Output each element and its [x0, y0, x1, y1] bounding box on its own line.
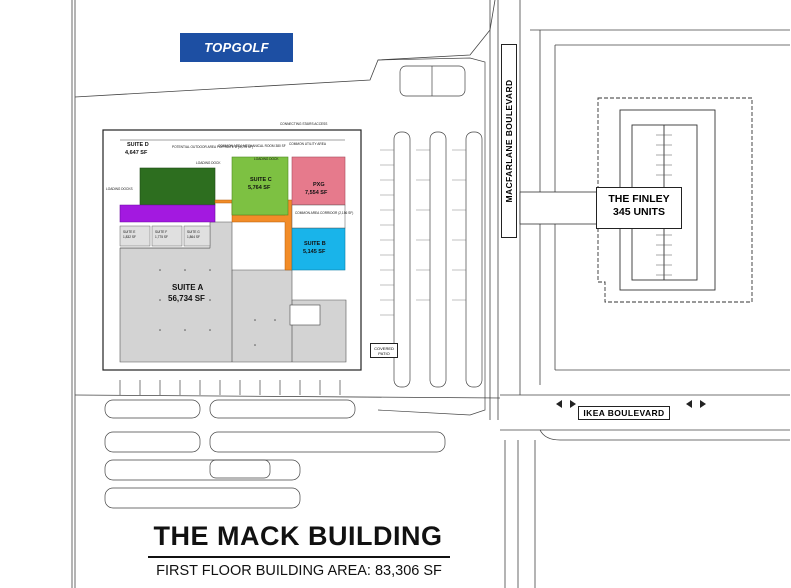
pxg-name: PXG: [313, 182, 325, 188]
potential-outdoor-note: POTENTIAL OUTDOOR AREA FOR SUITE D (4,07…: [172, 145, 253, 149]
building-area-subtitle: FIRST FLOOR BUILDING AREA: 83,306 SF: [156, 563, 442, 579]
suite-f-name: SUITE F: [155, 230, 167, 234]
suite-g-area[interactable]: [183, 225, 211, 247]
east-parking-stripes: [380, 149, 466, 316]
suite-e-area-label: 1,832 SF: [123, 235, 136, 239]
suite-g-name: SUITE G: [187, 230, 200, 234]
loading-docks-left-note: LOADING DOCKS: [106, 187, 133, 191]
suite-d-area-label: 4,647 SF: [125, 150, 148, 156]
common-corridor-note: COMMON AREA CORRIDOR (2,156 SF): [295, 211, 353, 215]
purple-corridor: [119, 204, 216, 223]
ikea-boulevard-label: IKEA BOULEVARD: [578, 406, 670, 420]
topgolf-logo: TOPGOLF: [180, 33, 293, 62]
suite-a-name: SUITE A: [172, 283, 203, 292]
suite-d-name: SUITE D: [127, 142, 149, 148]
suite-e-area[interactable]: [119, 225, 151, 247]
page-title: THE MACK BUILDING: [153, 521, 443, 551]
loading-dock-mid-note: LOADING DOCK: [254, 157, 279, 161]
suite-e-name: SUITE E: [123, 230, 135, 234]
topgolf-logo-text: TOPGOLF: [204, 40, 269, 55]
east-parking-islands: [393, 131, 483, 388]
pxg-area-label: 7,554 SF: [305, 190, 328, 196]
loading-dock-top-note: LOADING DOCK: [196, 161, 221, 165]
suite-c-area[interactable]: [231, 156, 289, 216]
connector-bridge: [519, 191, 601, 225]
south-parking: [104, 380, 446, 509]
north-parking: [377, 57, 486, 416]
suite-a-area-label: 56,734 SF: [168, 294, 205, 303]
pxg-area[interactable]: [291, 156, 346, 206]
connecting-stairs-note: CONNECTING STAIRS ACCESS: [280, 122, 327, 126]
finley-units: 345 UNITS: [613, 206, 665, 218]
suite-c-area-label: 5,764 SF: [248, 185, 271, 191]
suite-g-area-label: 1,864 SF: [187, 235, 200, 239]
suite-c-name: SUITE C: [250, 177, 272, 183]
title-divider: [148, 556, 450, 558]
macfarlane-boulevard-text: MACFARLANE BOULEVARD: [504, 79, 514, 203]
suite-b-area[interactable]: [291, 227, 346, 271]
finley-label: THE FINLEY 345 UNITS: [596, 187, 682, 229]
suite-d-area[interactable]: [139, 167, 216, 206]
crosswalk-marks: [556, 400, 706, 408]
common-utility-note: COMMON UTILITY AREA: [289, 142, 327, 146]
finley-name: THE FINLEY: [608, 193, 670, 205]
suite-b-area-label: 5,145 SF: [303, 249, 326, 255]
suite-b-name: SUITE B: [304, 241, 326, 247]
macfarlane-boulevard-label: MACFARLANE BOULEVARD: [501, 44, 517, 238]
column-grid: [159, 269, 276, 346]
suite-f-area-label: 1,775 SF: [155, 235, 168, 239]
finley-parking: [656, 134, 672, 276]
mack-building: [102, 129, 362, 371]
covered-patio-label: COVERED PATIO: [370, 343, 398, 358]
common-corridor-area: [291, 204, 346, 229]
common-mech-note: COMMON AREA MECHANICAL ROOM 380 SF: [218, 144, 286, 148]
suite-f-area[interactable]: [151, 225, 183, 247]
